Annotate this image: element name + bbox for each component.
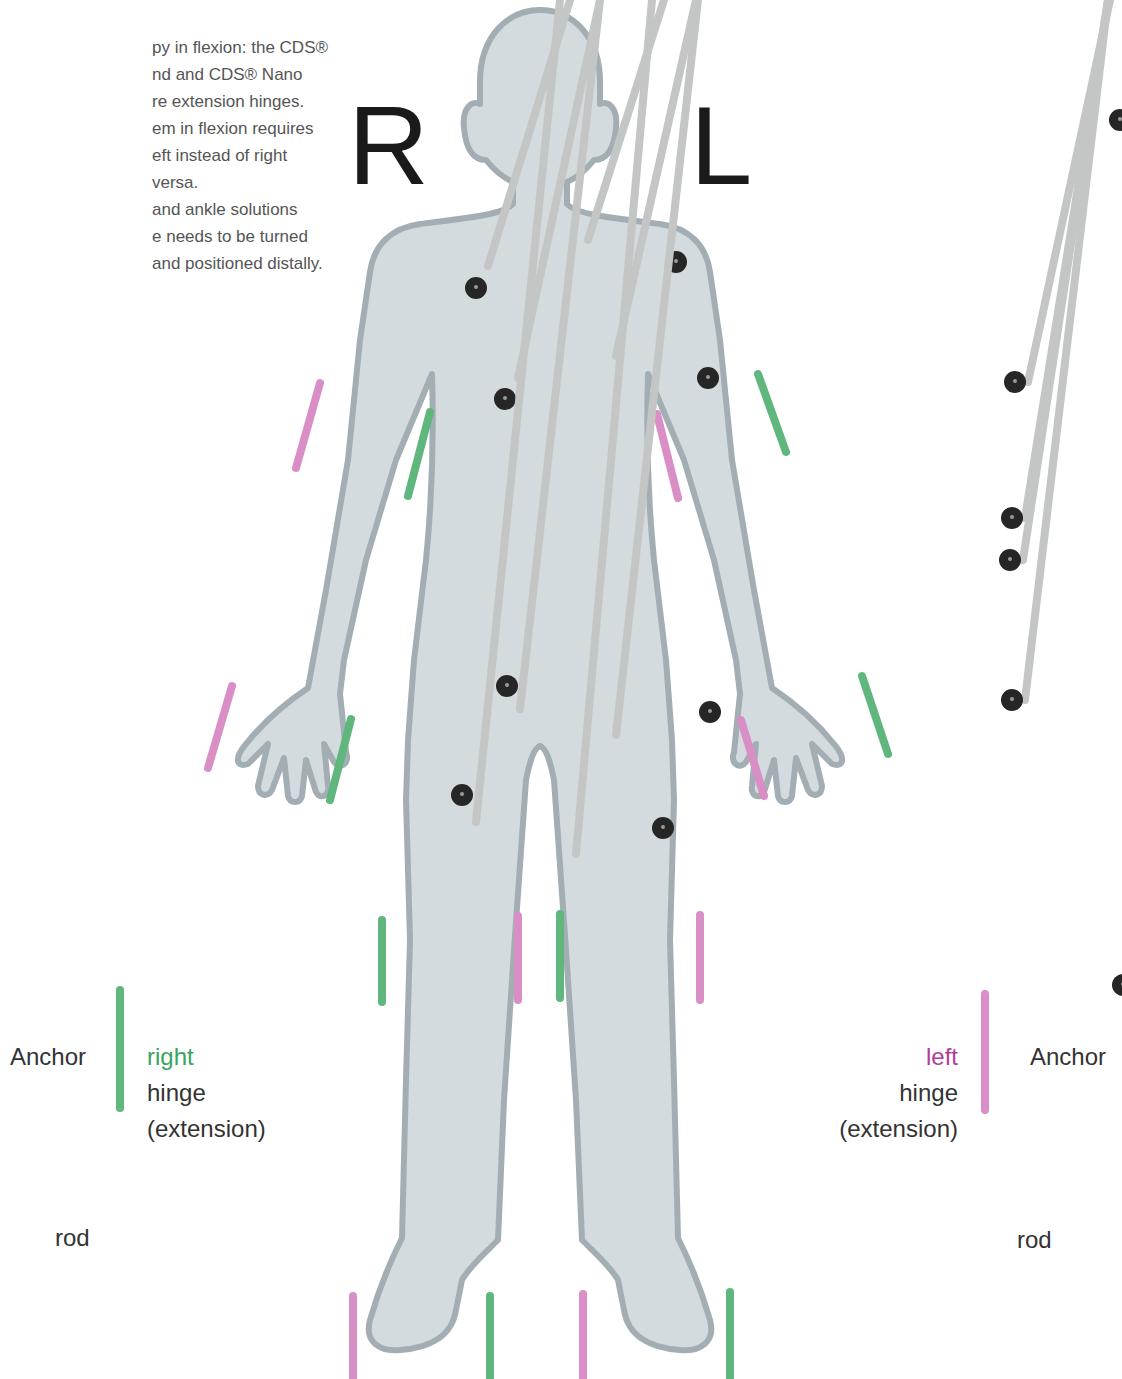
hinge-joint: [451, 784, 473, 806]
hinge-joint: [1001, 507, 1023, 529]
rod-bar: [520, 0, 600, 709]
hinge-pin: [1118, 117, 1122, 121]
anchor-bar: [296, 383, 320, 468]
legend-label: rod: [1017, 1222, 1052, 1258]
anchor-bar: [116, 990, 124, 1108]
rod-bar: [576, 0, 652, 854]
anchor-bar: [726, 1292, 734, 1379]
anchor-bar: [862, 676, 888, 754]
note-line: versa.: [152, 169, 198, 196]
hinge-pin: [1008, 557, 1012, 561]
anchor-bar: [696, 915, 704, 1000]
legend-label: rod: [55, 1220, 90, 1256]
anchor-bar: [556, 914, 564, 998]
note-line: em in flexion requires: [152, 115, 314, 142]
rod-bar: [616, 0, 698, 735]
hinge-pin: [503, 396, 507, 400]
note-line: re extension hinges.: [152, 88, 304, 115]
legend-label: hinge (extension): [823, 1075, 958, 1147]
hinge-joint: [699, 701, 721, 723]
legend-label: hinge (extension): [147, 1075, 282, 1147]
hinge-pin: [505, 683, 509, 687]
anchor-bar: [378, 920, 386, 1002]
anchor-bar: [349, 1296, 357, 1379]
hinge-pin: [1010, 697, 1014, 701]
hinge-pin: [661, 825, 665, 829]
legend-label: Anchor: [1030, 1039, 1106, 1075]
note-line: and positioned distally.: [152, 250, 323, 277]
hinge-pin: [460, 792, 464, 796]
hinge-joint: [465, 277, 487, 299]
note-line: nd and CDS® Nano: [152, 61, 303, 88]
legend-label: Anchor: [10, 1039, 86, 1075]
hinge-pin: [708, 709, 712, 713]
anchor-bar: [741, 720, 764, 796]
anchor-bar: [486, 1296, 494, 1379]
hinge-joint: [1004, 371, 1026, 393]
anchor-bar: [330, 719, 351, 800]
rod-bar: [476, 0, 560, 822]
hinge-pin: [706, 375, 710, 379]
note-line: eft instead of right: [152, 142, 287, 169]
hinge-devices: [120, 0, 1122, 1379]
legend-label: left: [926, 1039, 958, 1075]
hinge-joint: [652, 817, 674, 839]
hinge-joint: [494, 388, 516, 410]
hinge-pin: [1010, 515, 1014, 519]
side-letter: R: [348, 90, 429, 202]
anchor-bar: [981, 994, 989, 1110]
hinge-joint: [1112, 974, 1122, 996]
anchor-bar: [514, 916, 522, 1000]
anchor-bar: [408, 412, 430, 496]
hinge-pin: [1013, 379, 1017, 383]
anchor-bar: [579, 1294, 587, 1379]
hinge-pin: [1121, 982, 1122, 986]
hinge-pin: [474, 285, 478, 289]
note-line: e needs to be turned: [152, 223, 308, 250]
anchor-bar: [657, 414, 678, 498]
note-line: py in flexion: the CDS®: [152, 34, 328, 61]
rod-bar: [1025, 0, 1108, 700]
anchor-bar: [208, 686, 232, 768]
legend-label: right: [147, 1039, 194, 1075]
hinge-joint: [999, 549, 1021, 571]
hinge-joint: [1001, 689, 1023, 711]
note-line: and ankle solutions: [152, 196, 298, 223]
side-letter: L: [690, 90, 752, 202]
hinge-joint: [697, 367, 719, 389]
anchor-bar: [758, 374, 786, 452]
hinge-joint: [496, 675, 518, 697]
hinge-joint: [1109, 109, 1122, 131]
hinge-pin: [674, 259, 678, 263]
